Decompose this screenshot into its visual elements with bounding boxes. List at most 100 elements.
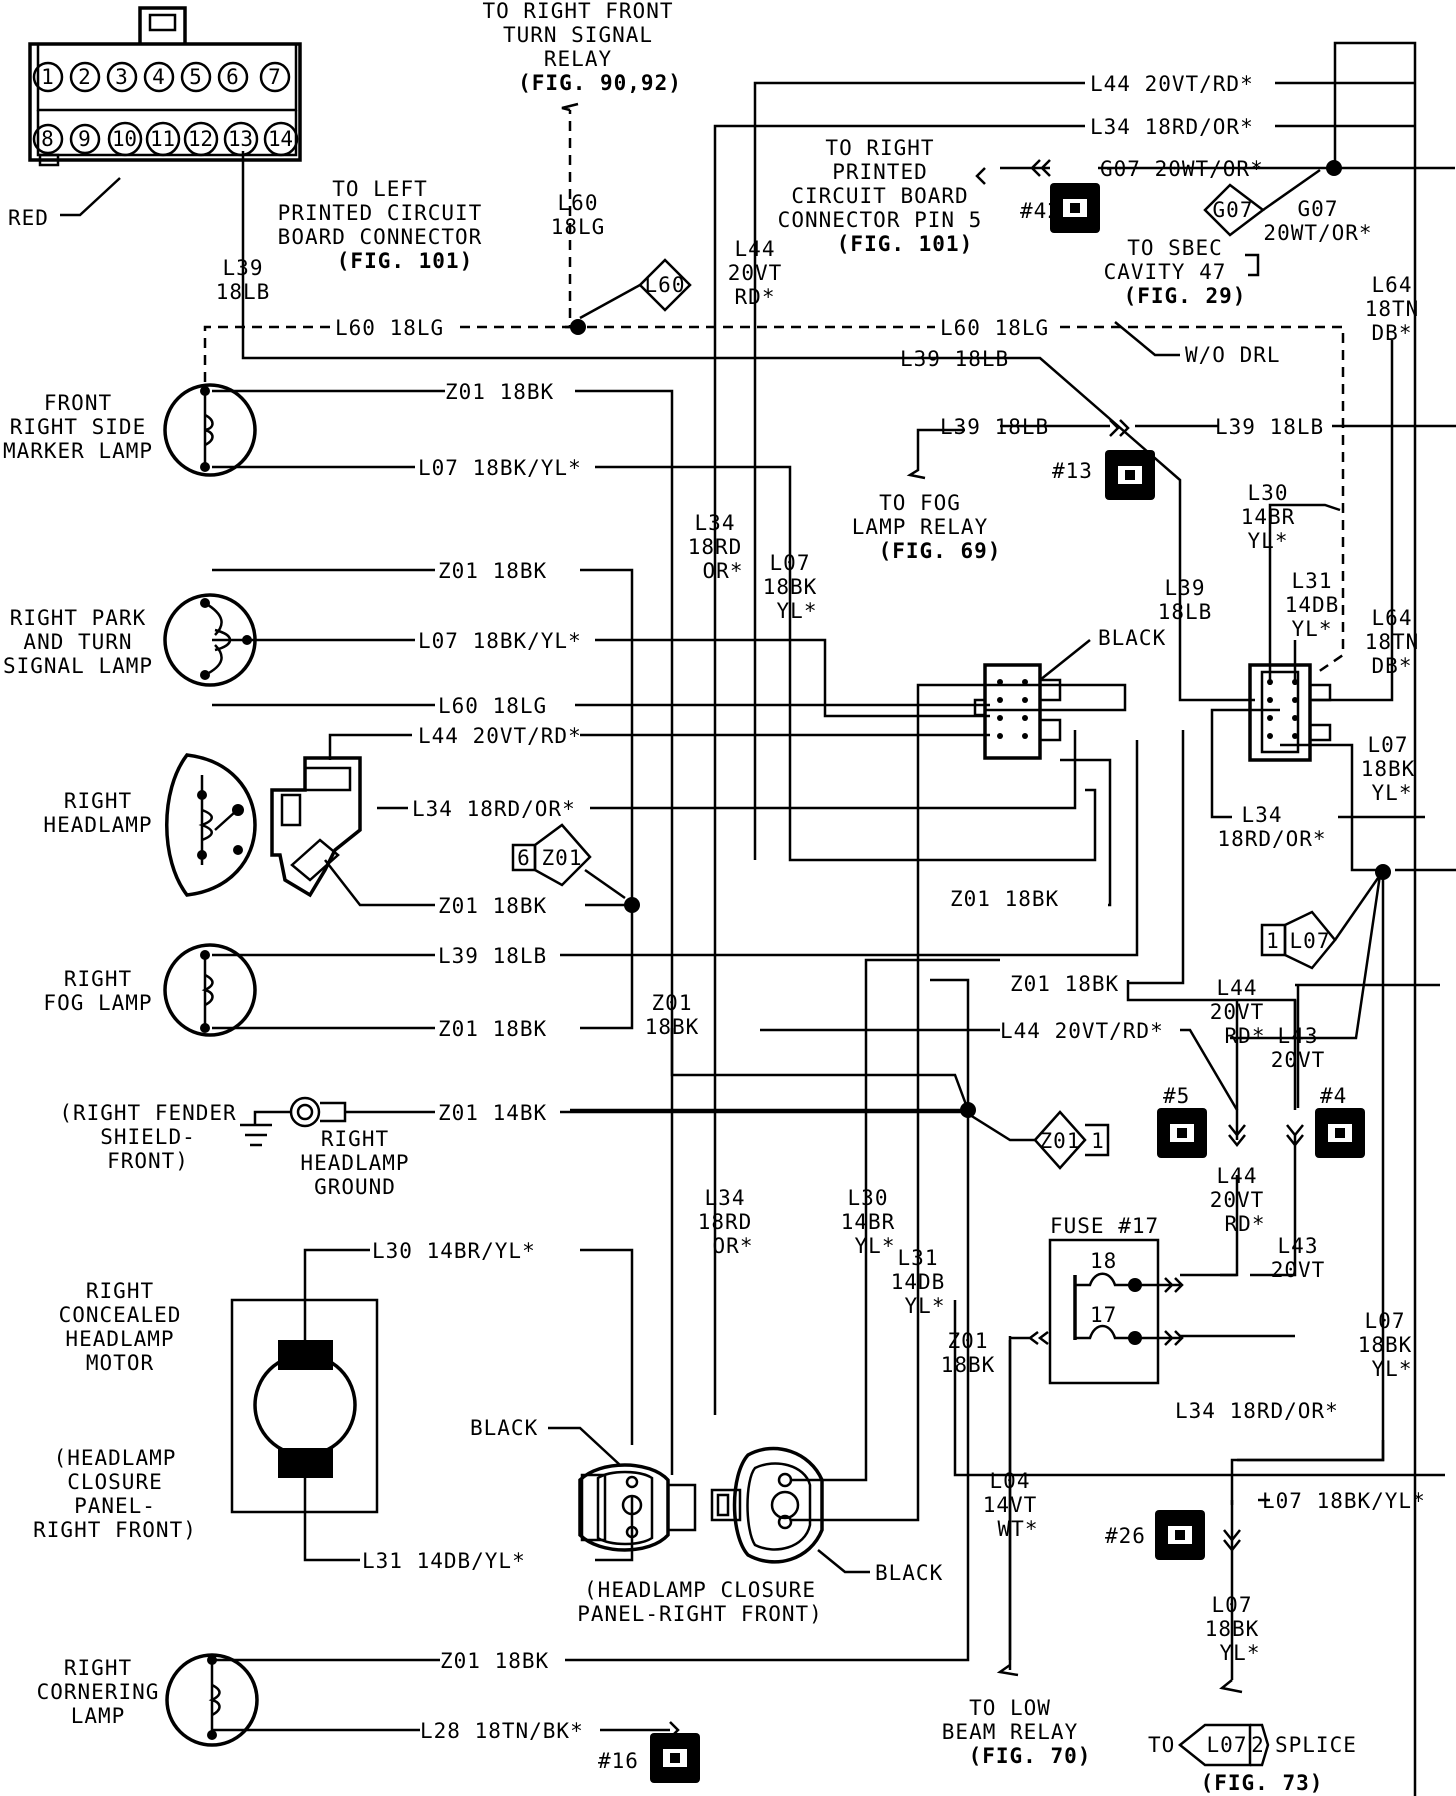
wire-label: 18LB (1158, 600, 1213, 624)
wire-label: L07 (1212, 1593, 1253, 1617)
wire-label: L30 (848, 1186, 889, 1210)
wire-label: BEAM RELAY (942, 1720, 1078, 1744)
wire-label: G07 (1298, 197, 1339, 221)
wire-label: RIGHT (86, 1279, 154, 1303)
wire-label: #16 (598, 1749, 639, 1773)
wire-label: Z01 18BK (1010, 972, 1119, 996)
wire-label: MOTOR (86, 1351, 154, 1375)
wire-label: L60 18LG (940, 316, 1049, 340)
wire-label: TO LOW (969, 1696, 1051, 1720)
pin-label: 6 (226, 65, 240, 89)
wire-label: L34 18RD/OR* (1090, 115, 1254, 139)
wire-label: DB* (1372, 321, 1413, 345)
wire-label: PANEL- (74, 1494, 156, 1518)
splice-g07: G07 (1203, 183, 1266, 237)
wire-label: L34 (695, 511, 736, 535)
pin-label: 14 (268, 127, 294, 151)
wire-label: YL* (1372, 1357, 1413, 1381)
wire-label: Z01 14BK (438, 1101, 547, 1125)
wire-label: TO SBEC (1127, 236, 1223, 260)
wire-label: 18BK (763, 575, 818, 599)
wire-label: 20VT (1271, 1258, 1326, 1282)
wire-label: YL* (1372, 781, 1413, 805)
wires (60, 41, 1456, 1796)
wire-label: FRONT (44, 391, 112, 415)
wire-label: 18RD/OR* (1217, 827, 1326, 851)
wire-label: YL* (855, 1234, 896, 1258)
wire-label: G07 (1213, 198, 1254, 222)
wire-label: TO RIGHT FRONT (482, 0, 673, 23)
wire-label: L39 18LB (1215, 415, 1324, 439)
wire-label: L34 (705, 1186, 746, 1210)
wire-label: L04 (990, 1469, 1031, 1493)
ref-low-beam-relay: TO LOW BEAM RELAY (FIG. 70) (942, 1663, 1090, 1768)
closure-connector-2: BLACK (HEADLAMP CLOSURE PANEL-RIGHT FRON… (577, 1446, 943, 1626)
wire-label: 18BK (1358, 1333, 1413, 1357)
wire-label: 18BK (1361, 757, 1416, 781)
closure-connector-1: BLACK (470, 1416, 697, 1552)
splice-dot-z01-ground (960, 1102, 976, 1118)
wire-label: Z01 (1040, 1129, 1081, 1153)
wire-label: (FIG. 101) (837, 232, 973, 256)
wire-label: 18BK (941, 1353, 996, 1377)
headlamp: RIGHT HEADLAMP (43, 753, 362, 898)
wire-label: OR* (713, 1234, 754, 1258)
wire-label: HEADLAMP (43, 813, 152, 837)
wire-label: L07 (770, 551, 811, 575)
wire-label: L44 20VT/RD* (1090, 72, 1254, 96)
pin-label: 4 (152, 65, 166, 89)
wire-label: 20WT/OR* (1263, 221, 1372, 245)
wire-label: PANEL-RIGHT FRONT) (577, 1602, 823, 1626)
wire-label: 18BK (1205, 1617, 1260, 1641)
wire-label: Z01 (542, 846, 583, 870)
mid-connector-black: BLACK (973, 626, 1165, 760)
wire-label: 18RD (698, 1210, 753, 1234)
wire-label: Z01 18BK (438, 1017, 547, 1041)
wire-label: BLACK (875, 1561, 943, 1585)
wire-label: TO FOG (879, 491, 961, 515)
wire-label: 20VT (728, 261, 783, 285)
wire-label: (HEADLAMP CLOSURE (584, 1578, 816, 1602)
wire-label: Z01 (652, 991, 693, 1015)
wire-label: YL* (1292, 617, 1333, 641)
wire-label: (FIG. 90,92) (518, 71, 682, 95)
connector-id-4: #4 (1286, 1084, 1365, 1158)
mid-connector-right (1248, 663, 1332, 762)
headlamp-motor: RIGHT CONCEALED HEADLAMP MOTOR (HEADLAMP… (33, 1279, 379, 1542)
wire-label: #26 (1105, 1524, 1146, 1548)
wire-label: L60 (645, 273, 686, 297)
wire-label: Z01 (948, 1329, 989, 1353)
connector-pin-row-bottom: 8 9 10 11 12 13 14 (32, 121, 299, 157)
wire-label: FUSE #17 (1050, 1214, 1159, 1238)
wire-label: L34 (1242, 803, 1283, 827)
wire-label: 18LG (551, 215, 606, 239)
wire-label: L07 (1207, 1733, 1248, 1757)
connector-id-42: #42 (975, 159, 1100, 233)
wire-label: BLACK (470, 1416, 538, 1440)
wire-label: DB* (1372, 654, 1413, 678)
wire-label: L60 18LG (438, 694, 547, 718)
wire-label: L39 (1165, 576, 1206, 600)
wire-label: L39 18LB (940, 415, 1049, 439)
connector-id-13: #13 (1052, 419, 1155, 500)
wire-label: (RIGHT FENDER (59, 1101, 236, 1125)
wire-label: L31 (898, 1246, 939, 1270)
ref-right-pcb: TO RIGHT PRINTED CIRCUIT BOARD CONNECTOR… (778, 136, 982, 256)
wire-label: 20VT (1210, 1000, 1265, 1024)
wire-label: L39 18LB (438, 944, 547, 968)
wire-label: (FIG. 69) (879, 539, 1002, 563)
wire-label: RIGHT (321, 1127, 389, 1151)
wire-label: CLOSURE (67, 1470, 163, 1494)
wire-label: (HEADLAMP (54, 1446, 177, 1470)
splice-dot-g07 (1326, 160, 1342, 176)
wire-label: L07 18BK/YL* (418, 629, 582, 653)
wire-label: 14VT (983, 1493, 1038, 1517)
wire-label: L44 20VT/RD* (418, 724, 582, 748)
wire-label: L07 (1365, 1309, 1406, 1333)
wire-label: CIRCUIT BOARD (791, 184, 968, 208)
wire-label: 18RD (688, 535, 743, 559)
pin-label: 13 (228, 127, 254, 151)
wire-label: GROUND (314, 1175, 396, 1199)
